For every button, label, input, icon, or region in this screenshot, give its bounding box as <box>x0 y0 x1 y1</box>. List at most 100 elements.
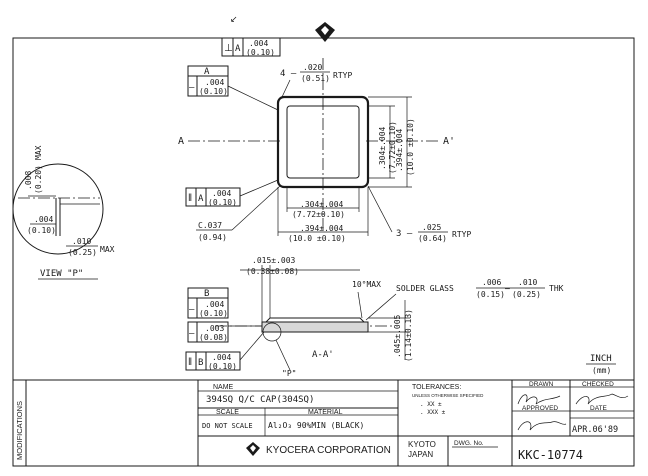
section-body <box>261 321 369 333</box>
section-label: A-A' <box>312 350 334 360</box>
tolerance-row-3dp: . XXX ± <box>420 409 446 416</box>
corner-radius-prefix: 4 — <box>280 69 297 79</box>
vertical-dimensions: .304±.004 (7.72±0.10) .394±.004 (10.0 ±0… <box>368 96 415 188</box>
scale-label: SCALE <box>216 409 239 416</box>
location-country: JAPAN <box>408 450 433 459</box>
perpendicularity-datum: A <box>235 44 241 54</box>
approved-signature <box>517 421 567 431</box>
solder-glass-separator: — <box>505 284 510 293</box>
datum-b-frame: B — .004 (0.10) <box>187 287 229 319</box>
section-letter-left: A <box>178 136 184 147</box>
horizontal-dimensions: .304±.004 (7.72±0.10) .394±.004 (10.0 ±0… <box>277 187 369 243</box>
lip-dimension: .015±.003 <box>252 256 296 265</box>
view-p-bottom-suffix: MAX <box>100 245 115 254</box>
modifications-label: MODIFICATIONS <box>15 401 24 460</box>
perpendicularity-tol: .004 <box>249 39 268 48</box>
corner-radius-note: 4 — .020 (0.51) RTYP <box>280 63 352 98</box>
title-block: MODIFICATIONS NAME 394SQ Q/C CAP(304SQ) … <box>12 379 635 467</box>
datum-a-flatness-symbol: — <box>189 83 195 93</box>
corner-radius-value-mm: (0.51) <box>301 74 330 83</box>
outer-width-dim: .394±.004 <box>300 224 344 233</box>
solder-glass-max-mm: (0.25) <box>512 290 541 299</box>
view-p-max-value: .008 <box>24 171 33 190</box>
corner-radius-suffix: RTYP <box>333 71 352 80</box>
chamfer-note: C.037 (0.94) <box>196 185 281 242</box>
location-city: KYOTO <box>408 440 436 449</box>
parallelism-datum: A <box>198 194 204 204</box>
parallelism-frame-a: ‖ A .004 (0.10) <box>185 179 279 207</box>
height-dimension-mm: (1.14±0.13) <box>404 309 413 362</box>
approved-label: APPROVED <box>522 405 558 412</box>
detail-label: "P" <box>282 369 296 378</box>
solder-glass-min: .006 <box>482 278 501 287</box>
drawing-number-label: DWG. No. <box>454 440 484 447</box>
outer-height-dim-mm: (10.0 ±0.10) <box>406 118 415 176</box>
datum-a-frame: A — .004 (0.10) <box>187 65 279 111</box>
chamfer-value-mm: (0.94) <box>198 233 227 242</box>
date-label: DATE <box>590 405 608 412</box>
flatness-symbol: — <box>189 329 195 339</box>
part-name: 394SQ Q/C CAP(304SQ) <box>206 395 314 405</box>
corner-tick: ↙ <box>230 14 238 24</box>
checked-signature <box>575 393 629 405</box>
view-p-caption: VIEW "P" <box>40 269 83 279</box>
parallelism-tol-mm: (0.10) <box>208 198 237 207</box>
edge-radius-value-mm: (0.64) <box>418 234 447 243</box>
datum-a-tol: .004 <box>205 78 224 87</box>
detail-circle <box>12 163 104 255</box>
view-p-inner-value: .004 <box>34 215 53 224</box>
datum-a-label: A <box>204 67 210 77</box>
flatness-frame: — .003 (0.08) <box>187 321 262 343</box>
inner-width-dim-mm: (7.72±0.10) <box>292 210 345 219</box>
solder-glass-suffix: THK <box>549 284 564 293</box>
parallelism-b-datum: B <box>198 358 203 368</box>
chamfer-value: C.037 <box>198 221 222 230</box>
units-inch: INCH <box>590 354 612 364</box>
detail-p-marker <box>262 322 282 342</box>
inner-height-dim-mm: (7.72±0.10) <box>388 121 397 174</box>
section-view: .015±.003 (0.38±0.08) 10°MAX SOLDER GLAS… <box>185 256 564 378</box>
flatness-tol: .003 <box>205 324 224 333</box>
edge-radius-prefix: 3 — <box>396 229 413 239</box>
tolerances-label: TOLERANCES: <box>412 384 461 391</box>
edge-radius-value: .025 <box>422 223 441 232</box>
parallelism-frame-b: ‖ B .004 (0.10) <box>185 331 265 371</box>
lip-dimension-mm: (0.38±0.08) <box>246 267 299 276</box>
company-name: KYOCERA CORPORATION <box>266 445 391 456</box>
scale-value: DO NOT SCALE <box>202 422 253 430</box>
view-p-max-value-mm: (0.20) <box>34 165 43 194</box>
inner-width-dim: .304±.004 <box>300 200 344 209</box>
corner-radius-value: .020 <box>303 63 322 72</box>
datum-a-tol-mm: (0.10) <box>199 87 228 96</box>
material-label: MATERIAL <box>308 409 343 416</box>
drawn-signature <box>517 394 561 405</box>
material-value: Al₂O₃ 90%MIN (BLACK) <box>268 421 364 430</box>
datum-b-tol: .004 <box>205 300 224 309</box>
perpendicularity-symbol: ⊥ <box>224 43 233 54</box>
checked-label: CHECKED <box>582 381 614 388</box>
view-p-bottom-value: .010 <box>72 237 91 246</box>
units-mm: (mm) <box>592 366 611 375</box>
parallelism-b-tol-mm: (0.10) <box>208 362 237 371</box>
view-p-inner-value-mm: (0.10) <box>27 226 56 235</box>
view-p-detail: .008 (0.20) MAX .004 (0.10) .010 (0.25) … <box>12 145 115 280</box>
outer-width-dim-mm: (10.0 ±0.10) <box>288 234 346 243</box>
view-p-max-suffix: MAX <box>34 145 43 160</box>
datum-b-label: B <box>204 289 209 299</box>
outer-height-dim: .394±.004 <box>395 128 404 172</box>
view-p-bottom-value-mm: (0.25) <box>68 248 97 257</box>
parallelism-tol: .004 <box>212 189 231 198</box>
plan-view: A A' ⊥ A .004 (0.10) 4 — .020 (0.51) RTY… <box>178 37 471 243</box>
inner-height-dim: .304±.004 <box>378 126 387 170</box>
drawing-number: KKC-10774 <box>518 448 583 462</box>
date-value: APR.06'89 <box>572 425 618 435</box>
solder-glass-label: SOLDER GLASS <box>396 284 454 293</box>
edge-radius-suffix: RTYP <box>452 230 471 239</box>
parallelism-symbol: ‖ <box>188 193 192 204</box>
kyocera-logo-mark <box>315 22 335 42</box>
perpendicularity-tol-mm: (0.10) <box>246 48 275 57</box>
flatness-tol-mm: (0.08) <box>199 333 228 342</box>
parallelism-b-tol: .004 <box>212 353 231 362</box>
height-dimension: .045±.005 <box>393 314 402 358</box>
